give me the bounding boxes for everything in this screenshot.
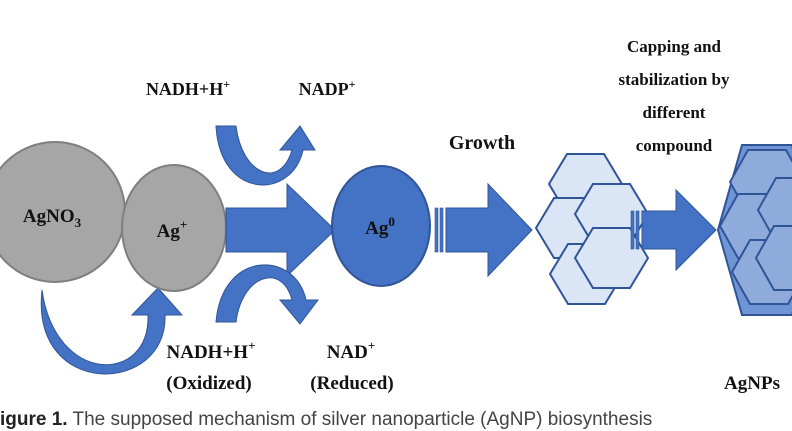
- nucleus-hexagon-cluster: [534, 153, 650, 305]
- reduction-arrow: [225, 182, 336, 278]
- agnps-label: AgNPs: [724, 373, 780, 394]
- agno3-label: AgNO3: [23, 206, 82, 230]
- growth-label: Growth: [449, 132, 515, 154]
- nadh-bottom-label: NADH+H+: [167, 338, 256, 363]
- nadh-top-label: NADH+H+: [146, 77, 230, 99]
- ag-plus-label: Ag+: [157, 217, 188, 242]
- figure-caption: igure 1. The supposed mechanism of silve…: [0, 409, 792, 431]
- figure-caption-prefix: igure 1.: [0, 409, 68, 430]
- reduced-label: (Reduced): [310, 373, 393, 394]
- agnp-hexagon-cluster: [716, 144, 792, 316]
- capping-label-line-4: compound: [636, 136, 713, 155]
- agno3-to-ag-curved-arrow: [40, 287, 184, 375]
- nadp-label: NADP+: [299, 77, 356, 99]
- capping-label-line-2: stabilization by: [619, 70, 730, 89]
- capping-arrow: [630, 188, 717, 272]
- growth-arrow: [434, 182, 533, 278]
- capping-label-line-3: different: [643, 103, 706, 122]
- nadh-to-nadp-curved-arrow: [215, 125, 316, 186]
- capping-label-line-1: Capping and: [627, 37, 722, 56]
- oxidized-label: (Oxidized): [166, 373, 252, 394]
- ag-zero-label: Ag0: [365, 214, 395, 239]
- nad-label: NAD+: [327, 338, 376, 363]
- ag-zero-ellipse: [331, 165, 431, 287]
- nadh-to-nad-curved-arrow: [215, 264, 319, 325]
- figure-caption-text: The supposed mechanism of silver nanopar…: [67, 409, 653, 430]
